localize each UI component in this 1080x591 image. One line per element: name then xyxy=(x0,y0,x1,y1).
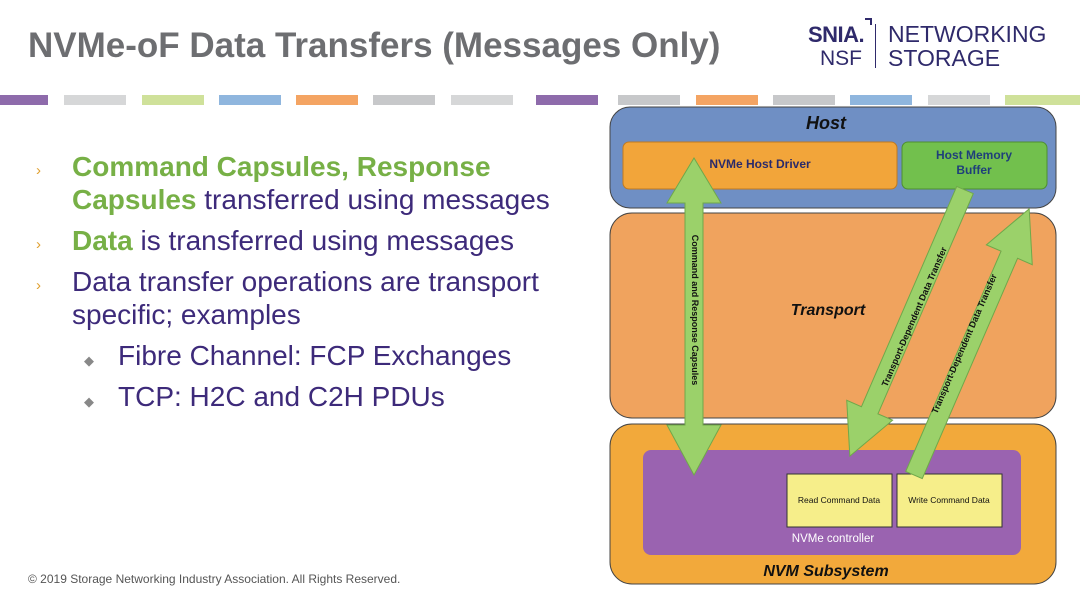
logo-networking-text: NETWORKING xyxy=(888,21,1047,47)
subsystem-label: NVM Subsystem xyxy=(763,563,888,580)
bullet-arrow-icon: › xyxy=(36,236,41,253)
logo-divider xyxy=(875,24,876,68)
sub-bullet-item: ◆ TCP: H2C and C2H PDUs xyxy=(34,380,594,413)
sub-bullet-diamond-icon: ◆ xyxy=(84,394,94,409)
host-memory-label-1: Host Memory xyxy=(936,148,1012,162)
copyright-footer: © 2019 Storage Networking Industry Assoc… xyxy=(28,572,401,586)
bullet-arrow-icon: › xyxy=(36,162,41,179)
transport-box xyxy=(609,212,1057,419)
page-title: NVMe-oF Data Transfers (Messages Only) xyxy=(28,26,721,65)
logo-nsf-text: NSF xyxy=(820,47,862,70)
controller-label: NVMe controller xyxy=(792,533,875,545)
bullet-item: › Data transfer operations are transport … xyxy=(34,265,594,331)
write-data-arrow xyxy=(905,207,1033,480)
sub-bullet-diamond-icon: ◆ xyxy=(84,353,94,368)
stripe-segment xyxy=(773,95,835,105)
capsules-arrow-label: Command and Response Capsules xyxy=(690,235,700,386)
capsules-double-arrow xyxy=(666,157,722,477)
host-driver-label: NVMe Host Driver xyxy=(709,157,811,171)
stripe-segment xyxy=(0,95,48,105)
color-stripe xyxy=(0,95,1080,105)
host-label: Host xyxy=(806,113,847,133)
stripe-segment xyxy=(64,95,126,105)
stripe-segment xyxy=(850,95,912,105)
sub-bullet-text: Fibre Channel: FCP Exchanges xyxy=(118,340,512,371)
bullet-text: is transferred using messages xyxy=(132,225,514,256)
logo-mark-icon xyxy=(865,18,872,25)
transport-label: Transport xyxy=(791,302,866,319)
sub-bullet-text: TCP: H2C and C2H PDUs xyxy=(118,381,445,412)
bullet-text: transferred using messages xyxy=(196,184,550,215)
stripe-segment xyxy=(928,95,990,105)
write-command-label: Write Command Data xyxy=(908,495,990,505)
stripe-segment xyxy=(536,95,598,105)
stripe-segment xyxy=(1005,95,1080,105)
stripe-segment xyxy=(618,95,680,105)
bullet-highlight: Command Capsules, Response Capsules xyxy=(72,151,491,215)
bullet-item: › Command Capsules, Response Capsules tra… xyxy=(34,150,594,216)
sub-bullet-item: ◆ Fibre Channel: FCP Exchanges xyxy=(34,339,594,372)
bullet-highlight: Data xyxy=(72,225,133,256)
stripe-segment xyxy=(219,95,281,105)
stripe-segment xyxy=(142,95,204,105)
bullet-arrow-icon: › xyxy=(36,277,41,294)
host-memory-label-2: Buffer xyxy=(956,163,992,177)
write-command-box xyxy=(896,473,1003,528)
bullet-item: › Data is transferred using messages xyxy=(34,224,594,257)
stripe-segment xyxy=(296,95,358,105)
host-memory-box xyxy=(901,141,1048,190)
stripe-segment xyxy=(373,95,435,105)
read-data-arrow xyxy=(846,185,974,458)
read-command-box xyxy=(786,473,893,528)
stripe-segment xyxy=(696,95,758,105)
logo-snia-text: SNIA. xyxy=(808,22,865,47)
bullet-text: Data transfer operations are transport s… xyxy=(72,266,539,330)
stripe-segment xyxy=(451,95,513,105)
bullet-list: › Command Capsules, Response Capsules tra… xyxy=(34,150,594,421)
logo-storage-text: STORAGE xyxy=(888,45,1001,71)
read-command-label: Read Command Data xyxy=(798,495,880,505)
